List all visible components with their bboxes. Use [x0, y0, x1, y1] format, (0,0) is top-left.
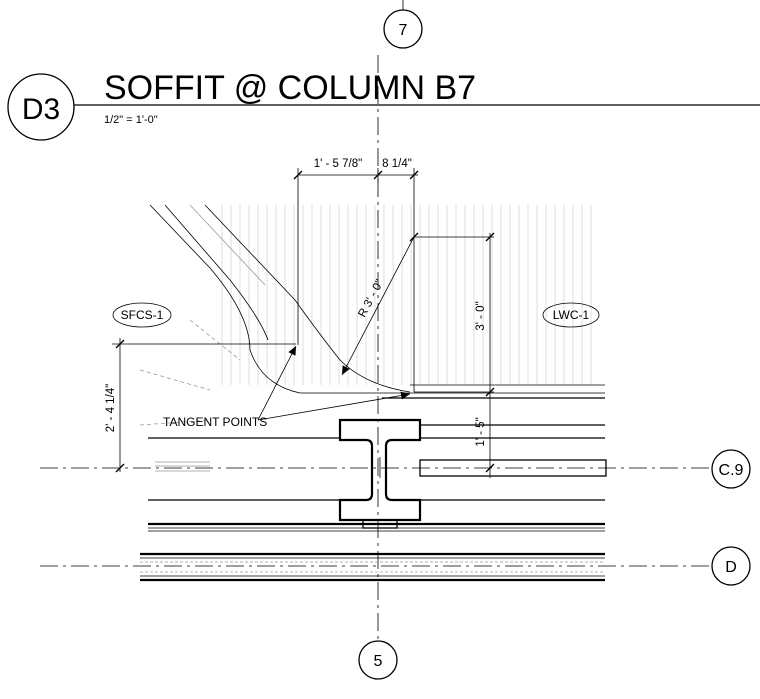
grid-bubble-bottom-label: 5 — [374, 653, 383, 670]
dim-right-small: 1' - 5" — [475, 417, 487, 446]
tag-lwc-label: LWC-1 — [553, 308, 590, 322]
detail-id-circle — [7, 73, 75, 141]
soffit-curves — [149, 204, 605, 394]
tag-sfcs-label: SFCS-1 — [121, 308, 164, 322]
grid-bubble-top-label: 7 — [399, 22, 408, 39]
dim-top: 1' - 5 7/8" 8 1/4" — [293, 158, 419, 392]
detail-title: SOFFIT @ COLUMN B7 — [104, 69, 476, 107]
wall-hatch — [221, 205, 592, 385]
detail-id: D3 — [22, 93, 60, 126]
grid-bubble-bottom: 5 — [358, 640, 398, 680]
grid-bubble-c9-label: C.9 — [719, 462, 744, 479]
tag-lwc: LWC-1 — [542, 302, 600, 328]
dim-right-vertical: 3' - 0" — [475, 301, 487, 330]
dim-radius: R 3' - 0" — [341, 232, 494, 376]
grid-bubble-top: 7 — [383, 9, 423, 49]
steel-column — [338, 418, 422, 529]
dim-top-right: 8 1/4" — [382, 158, 412, 170]
grid-bubble-c9: C.9 — [711, 449, 751, 489]
wall-at-grid-d — [140, 552, 605, 582]
grid-line-7 — [377, 0, 404, 640]
dim-left-vertical: 2' - 4 1/4" — [105, 384, 117, 432]
dim-top-left: 1' - 5 7/8" — [314, 158, 362, 170]
dim-right: 3' - 0" 1' - 5" — [414, 232, 495, 478]
detail-scale: 1/2" = 1'-0" — [104, 114, 158, 126]
dim-left: 2' - 4 1/4" — [105, 338, 296, 473]
title-block: D3 SOFFIT @ COLUMN B7 1/2" = 1'-0" — [7, 69, 760, 141]
tangent-points-label: TANGENT POINTS — [163, 415, 267, 429]
tag-sfcs: SFCS-1 — [112, 302, 172, 328]
beam-lines — [148, 397, 607, 501]
tangent-points-note: TANGENT POINTS — [163, 345, 411, 429]
grid-bubble-d: D — [711, 546, 751, 586]
grid-bubble-d-label: D — [725, 559, 737, 576]
soffit-dashed-edges — [139, 319, 241, 426]
